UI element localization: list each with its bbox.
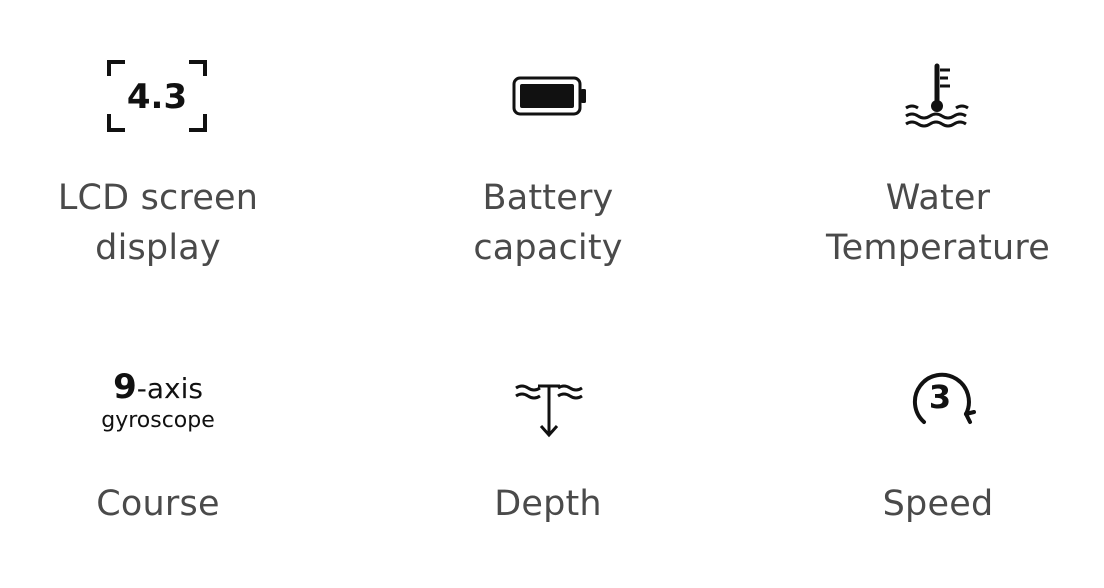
- label-line: capacity: [473, 228, 623, 268]
- speed-icon: 3: [912, 372, 976, 424]
- label-line: Battery: [482, 178, 614, 218]
- feature-speed: 3 Speed: [758, 290, 1104, 588]
- feature-label: Speed: [758, 479, 1104, 529]
- label-line: Water: [885, 178, 991, 218]
- feature-label: Course: [0, 479, 338, 529]
- feature-lcd-screen: 4.3 LCD screen display: [0, 0, 338, 290]
- label-line: Depth: [494, 484, 602, 524]
- speed-value: 3: [929, 378, 951, 416]
- battery-icon: [512, 76, 586, 116]
- depth-icon: [515, 384, 583, 438]
- label-line: Temperature: [826, 228, 1050, 268]
- feature-label: Depth: [368, 479, 728, 529]
- lcd-screen-value: 4.3: [127, 77, 187, 117]
- label-line: Speed: [882, 484, 994, 524]
- gyroscope-text: gyroscope: [101, 408, 215, 433]
- feature-label: Water Temperature: [758, 173, 1104, 273]
- label-line: LCD screen: [57, 178, 259, 218]
- feature-depth: Depth: [368, 290, 728, 588]
- lcd-screen-icon: 4.3: [107, 60, 207, 132]
- label-line: Course: [96, 484, 220, 524]
- label-line: display: [95, 228, 221, 268]
- water-temperature-icon: [905, 63, 969, 128]
- gyroscope-icon: 9-axis gyroscope: [78, 370, 238, 434]
- feature-label: LCD screen display: [0, 173, 338, 273]
- feature-water-temperature: Water Temperature: [758, 0, 1104, 290]
- gyroscope-axis-number: 9: [113, 367, 137, 407]
- gyroscope-axis-text: 9-axis: [78, 370, 238, 406]
- gyroscope-axis-suffix: -axis: [136, 372, 203, 405]
- feature-label: Battery capacity: [368, 173, 728, 273]
- feature-battery: Battery capacity: [368, 0, 728, 290]
- feature-course: 9-axis gyroscope Course: [0, 290, 338, 588]
